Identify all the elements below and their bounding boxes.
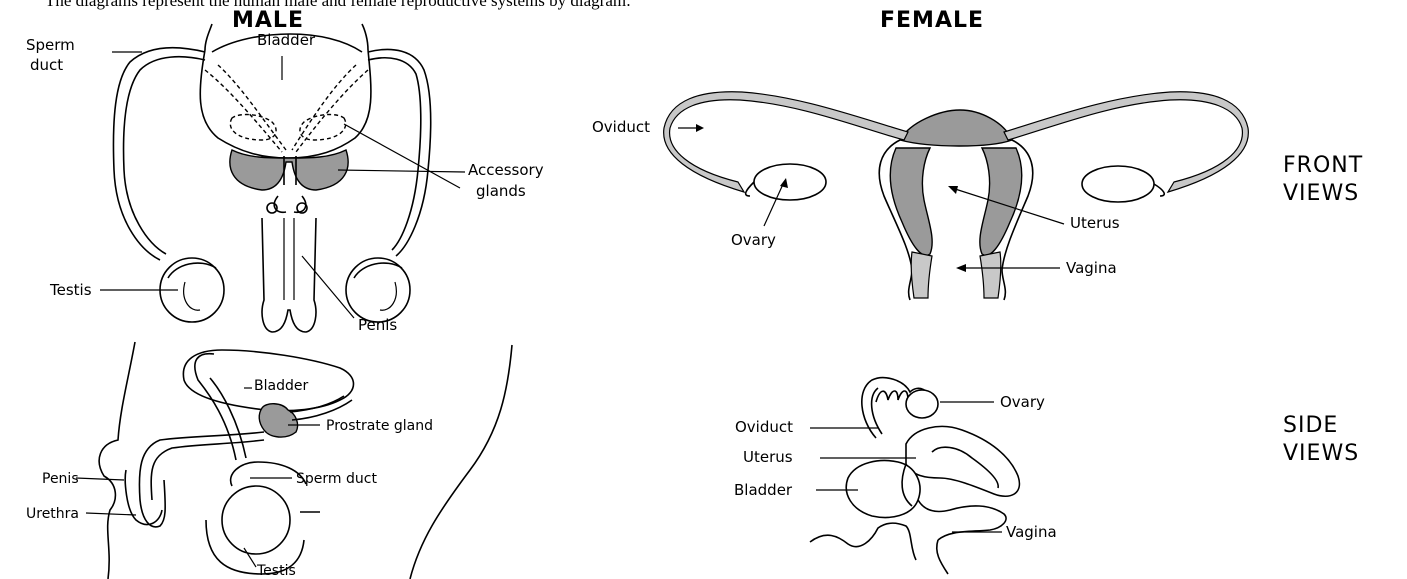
female-side-ovary	[906, 390, 938, 418]
female-front-ovary-right	[1082, 166, 1154, 202]
female-side-uterus-label: Uterus	[743, 448, 793, 466]
male-front-prostate	[230, 150, 348, 190]
female-front-vagina-label: Vagina	[1066, 259, 1117, 277]
female-side-bladder-label: Bladder	[734, 481, 793, 499]
male-side-urethra-label: Urethra	[26, 506, 79, 522]
male-side-sperm-duct-label: Sperm duct	[296, 471, 377, 487]
female-side-uterus	[906, 426, 1019, 496]
male-front-view: Bladder Sperm duct Accessory glands Test…	[26, 24, 544, 334]
female-side-view: Ovary Oviduct Uterus Bladder Vagina	[734, 378, 1057, 574]
male-front-testis-label: Testis	[49, 281, 92, 299]
female-front-uterus-top	[900, 110, 1012, 146]
front-label-line1: FRONT	[1283, 153, 1363, 178]
side-label-line1: SIDE	[1283, 413, 1338, 438]
female-front-ovary-left	[754, 164, 826, 200]
male-front-penis-label: Penis	[358, 316, 397, 334]
male-front-sperm-duct-label-2: duct	[30, 56, 63, 74]
male-side-view: Bladder Prostrate gland Penis Sperm duct…	[26, 342, 512, 579]
male-side-bladder-label: Bladder	[254, 378, 308, 394]
male-heading: MALE	[232, 8, 304, 33]
female-side-vagina-label: Vagina	[1006, 523, 1057, 541]
male-front-accessory-label-2: glands	[476, 182, 526, 200]
female-heading: FEMALE	[880, 8, 984, 33]
caption: The diagrams represent the human male an…	[45, 0, 631, 10]
female-front-oviduct-label: Oviduct	[592, 118, 650, 136]
female-front-ovary-label: Ovary	[731, 231, 776, 249]
female-side-oviduct-label: Oviduct	[735, 418, 793, 436]
male-front-bladder-shape	[200, 50, 371, 158]
male-side-testis	[222, 486, 290, 554]
female-side-bladder	[846, 461, 920, 518]
male-front-bladder-label: Bladder	[257, 31, 316, 49]
male-side-penis-label: Penis	[42, 471, 79, 487]
female-side-ovary-label: Ovary	[1000, 393, 1045, 411]
male-side-prostrate-label: Prostrate gland	[326, 418, 433, 434]
front-label-line2: VIEWS	[1283, 181, 1359, 206]
female-front-uterus-label: Uterus	[1070, 214, 1120, 232]
male-front-accessory-label-1: Accessory	[468, 161, 544, 179]
male-side-testis-label: Testis	[256, 563, 296, 579]
side-label-line2: VIEWS	[1283, 441, 1359, 466]
male-front-penis	[262, 218, 316, 332]
male-front-sperm-duct-label-1: Sperm	[26, 36, 75, 54]
female-front-view: Oviduct Ovary Uterus Vagina	[592, 92, 1248, 300]
